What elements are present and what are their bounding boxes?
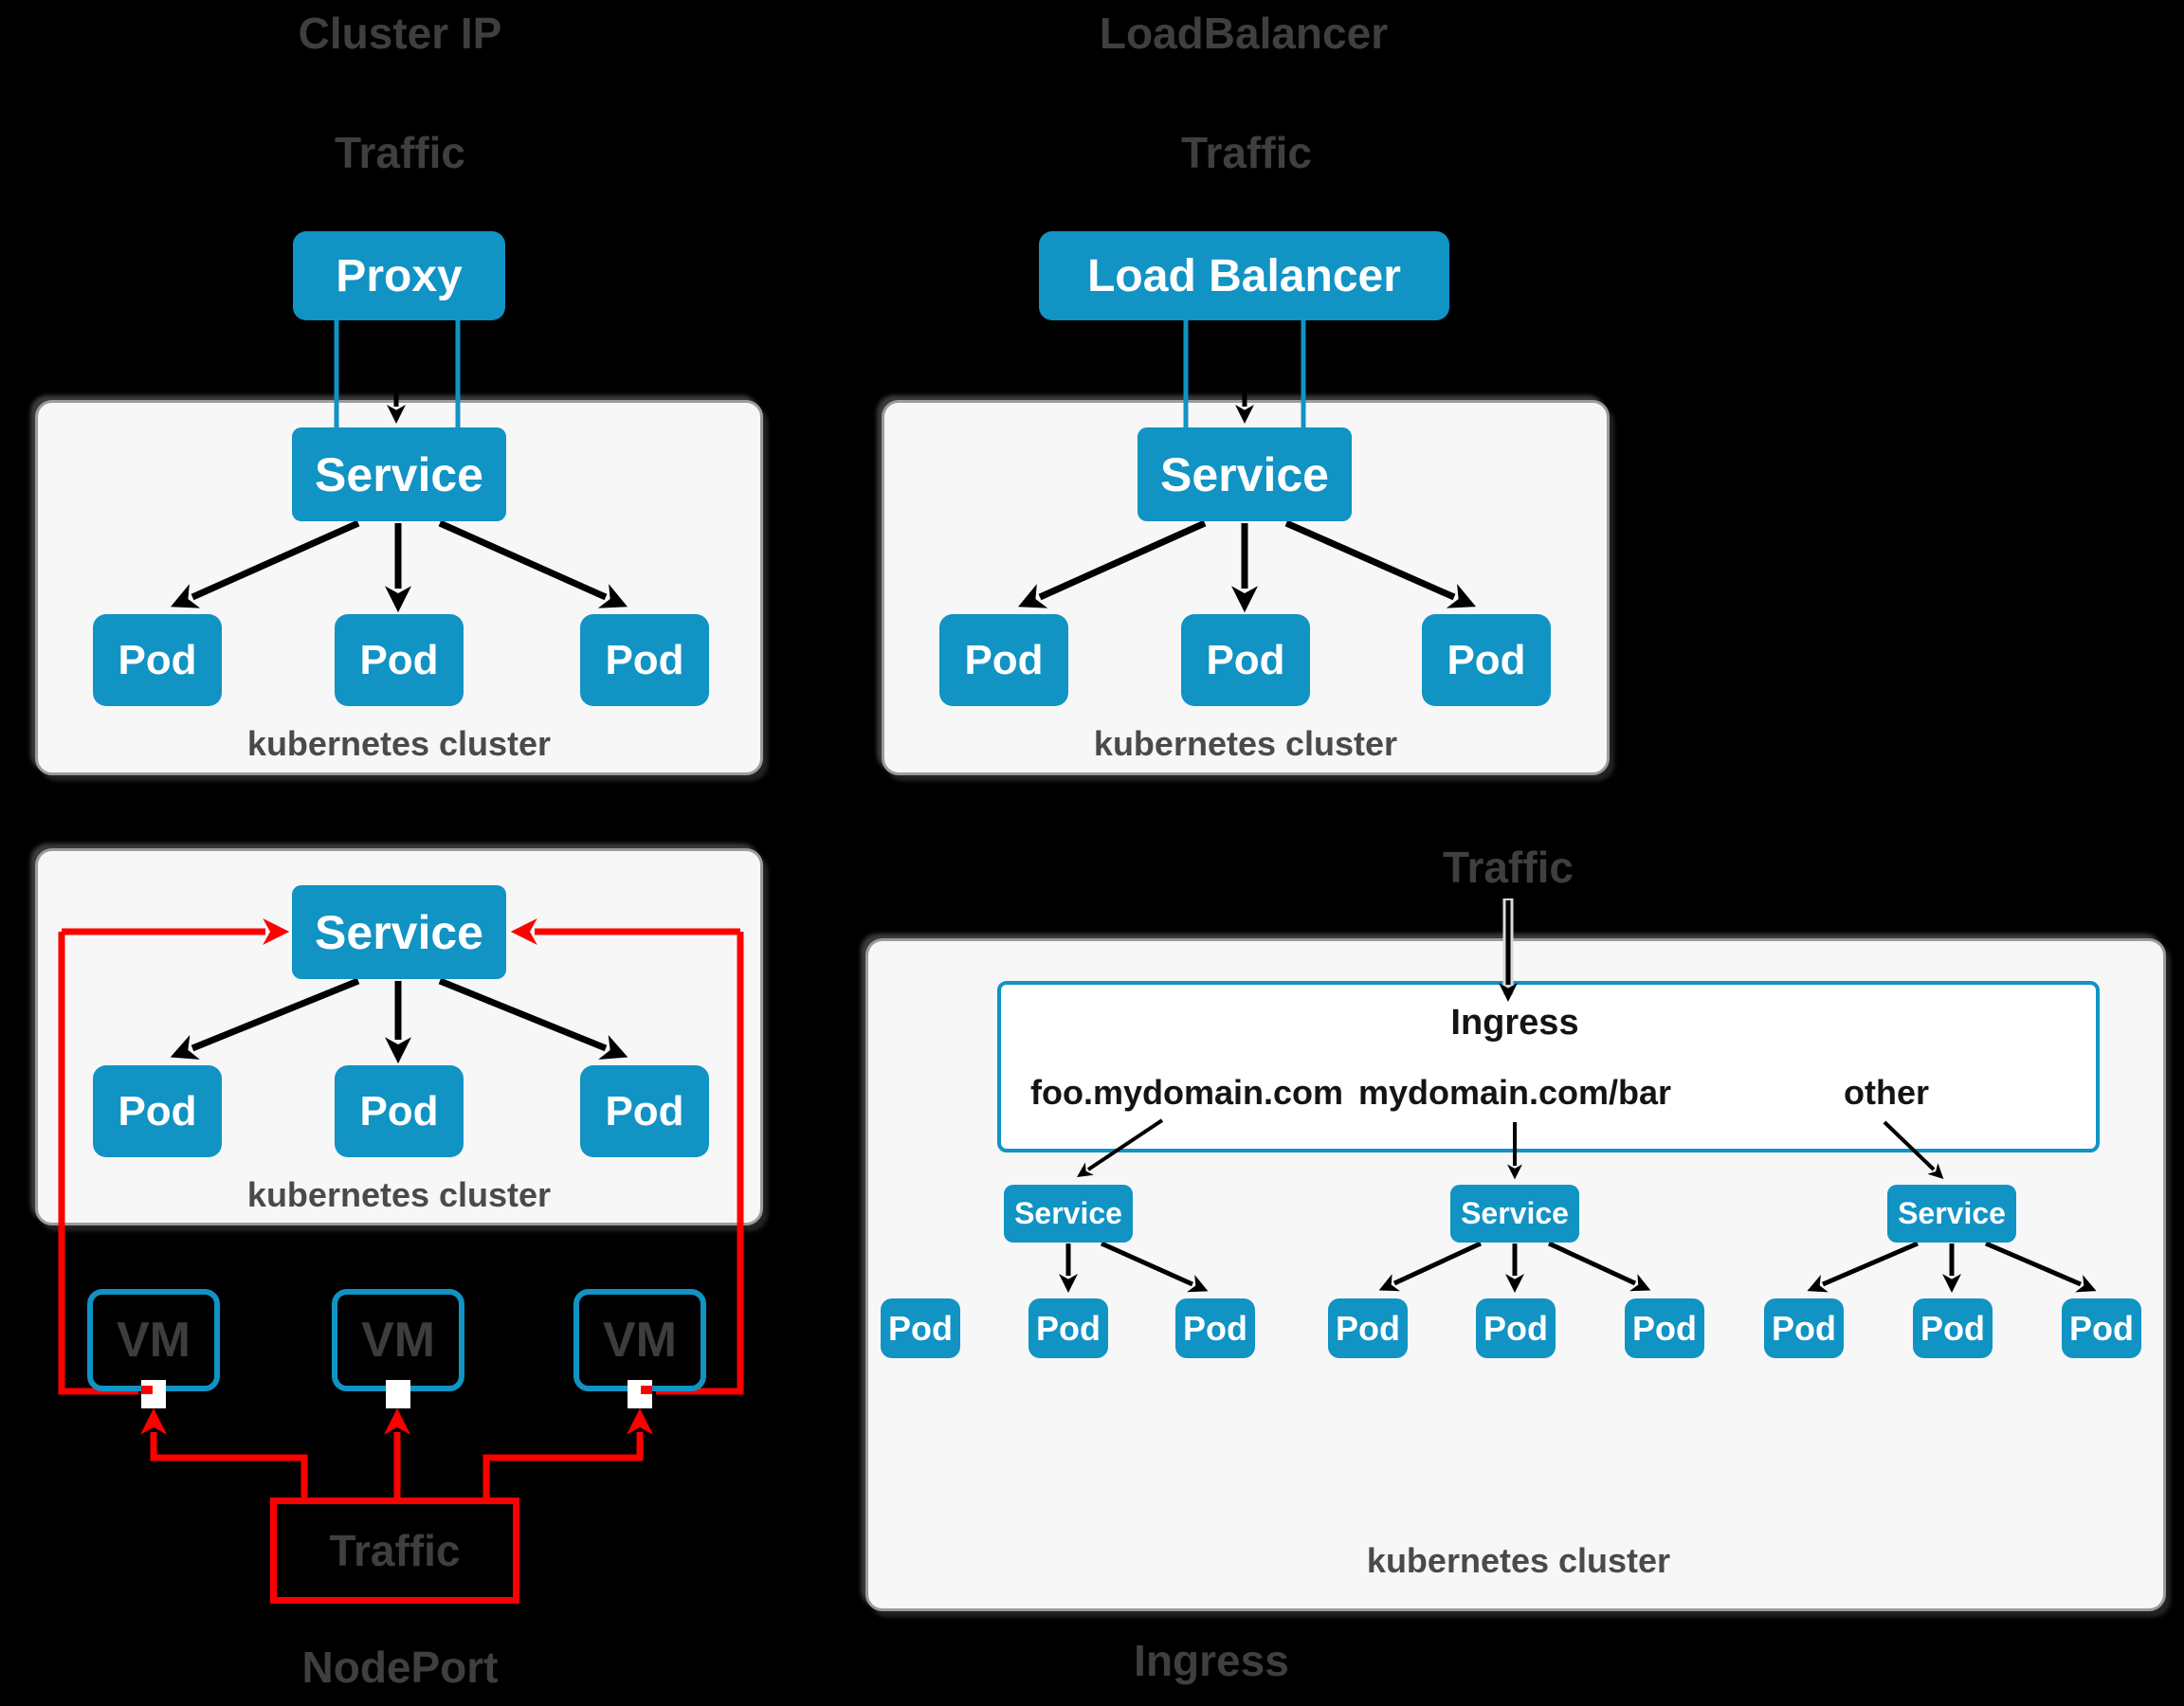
loadbalancer-cluster-caption: kubernetes cluster	[1093, 724, 1398, 763]
clusterip-pod-2: Pod	[335, 614, 464, 706]
ingress-pod-5: Pod	[1476, 1298, 1556, 1358]
clusterip-service-box: Service	[292, 427, 506, 521]
traffic-vm1-arrow	[140, 1407, 308, 1497]
vm-box-2: VM	[332, 1289, 464, 1391]
ingress-pod-1: Pod	[881, 1298, 960, 1358]
ingress-traffic-label: Traffic	[1442, 843, 1574, 892]
loadbalancer-title: LoadBalancer	[1099, 9, 1389, 58]
vm1-port-red-stub	[141, 1386, 153, 1394]
loadbalancer-pod-2: Pod	[1181, 614, 1310, 706]
ingress-label: Ingress	[1450, 1003, 1579, 1043]
vm3-nodeport-port	[628, 1380, 652, 1408]
ingress-pod-3: Pod	[1175, 1298, 1255, 1358]
clusterip-pod-3: Pod	[580, 614, 709, 706]
nodeport-traffic-box: Traffic	[270, 1497, 519, 1604]
nodeport-title: NodePort	[301, 1642, 499, 1692]
ingress-service-2: Service	[1450, 1185, 1579, 1243]
vm-box-3: VM	[573, 1289, 706, 1391]
ingress-service-3: Service	[1887, 1185, 2016, 1243]
route-bar-label: mydomain.com/bar	[1357, 1073, 1672, 1112]
ingress-pod-7: Pod	[1764, 1298, 1844, 1358]
ingress-pod-9: Pod	[2062, 1298, 2141, 1358]
nodeport-cluster-caption: kubernetes cluster	[246, 1175, 552, 1214]
load-balancer-box: Load Balancer	[1039, 231, 1449, 320]
traffic-vm3-arrow	[482, 1407, 653, 1497]
loadbalancer-pod-1: Pod	[939, 614, 1068, 706]
nodeport-pod-3: Pod	[580, 1065, 709, 1157]
nodeport-service-box: Service	[292, 885, 506, 979]
clusterip-cluster-caption: kubernetes cluster	[246, 724, 552, 763]
vm1-nodeport-port	[141, 1380, 166, 1408]
nodeport-pod-2: Pod	[335, 1065, 464, 1157]
vm-box-1: VM	[87, 1289, 220, 1391]
loadbalancer-pod-3: Pod	[1422, 614, 1551, 706]
ingress-pod-6: Pod	[1625, 1298, 1704, 1358]
ingress-pod-4: Pod	[1328, 1298, 1408, 1358]
ingress-cluster-caption: kubernetes cluster	[1366, 1541, 1671, 1580]
ingress-pod-8: Pod	[1913, 1298, 1993, 1358]
vm2-nodeport-port	[386, 1380, 410, 1408]
proxy-box: Proxy	[293, 231, 505, 320]
loadbalancer-service-box: Service	[1138, 427, 1352, 521]
route-other-label: other	[1844, 1073, 1929, 1112]
route-foo-label: foo.mydomain.com	[1029, 1073, 1344, 1112]
ingress-title: Ingress	[1134, 1636, 1289, 1685]
loadbalancer-traffic-label: Traffic	[1180, 128, 1313, 177]
vm3-port-red-stub	[641, 1386, 652, 1394]
clusterip-pod-1: Pod	[93, 614, 222, 706]
ingress-pod-2: Pod	[1028, 1298, 1108, 1358]
nodeport-pod-1: Pod	[93, 1065, 222, 1157]
clusterip-title: Cluster IP	[298, 9, 502, 58]
ingress-service-1: Service	[1004, 1185, 1133, 1243]
clusterip-traffic-label: Traffic	[334, 128, 466, 177]
nodeport-traffic-label: Traffic	[329, 1526, 461, 1575]
